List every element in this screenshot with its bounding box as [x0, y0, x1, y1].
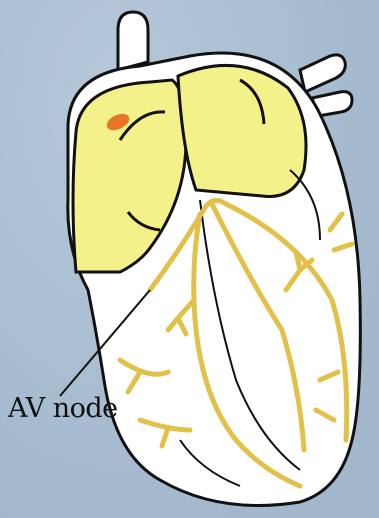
- av-node-label: AV node: [8, 393, 118, 424]
- pulmonary-vessel-right: [300, 55, 345, 92]
- aorta-vessel: [118, 12, 148, 70]
